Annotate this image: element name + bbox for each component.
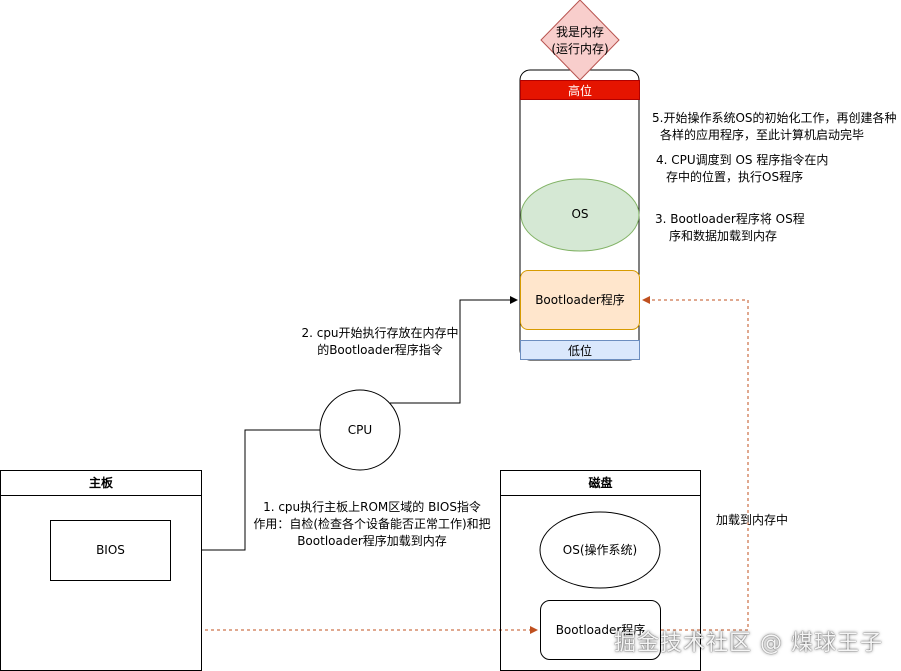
memory-high-bar: 高位: [520, 80, 640, 100]
arrow-disk-to-memory-bootloader: [642, 296, 749, 631]
step3-note: 3. Bootloader程序将 OS程 序和数据加载到内存: [655, 211, 855, 245]
disk-os-label: OS(操作系统): [562, 543, 638, 557]
step1-line1: 1. cpu执行主板上ROM区域的 BIOS指令: [263, 500, 481, 514]
watermark: 掘金技术社区 @ 煤球王子: [614, 631, 883, 656]
step1-note: 1. cpu执行主板上ROM区域的 BIOS指令 作用：自检(检查各个设备能否正…: [238, 499, 506, 550]
cpu-label: CPU: [347, 423, 373, 437]
load-to-memory-label: 加载到内存中: [716, 513, 789, 527]
bios-box: BIOS: [50, 520, 171, 581]
step2-line2: 的Bootloader程序指令: [317, 343, 443, 357]
step4-note: 4. CPU调度到 OS 程序指令在内 存中的位置，执行OS程序: [656, 152, 856, 186]
step5-line1: 5.开始操作系统OS的初始化工作，再创建各种: [652, 111, 897, 125]
memory-bootloader-box: Bootloader程序: [520, 270, 640, 330]
step5-line2: 各样的应用程序，至此计算机启动完毕: [660, 128, 865, 142]
step3-line2: 序和数据加载到内存: [669, 229, 778, 243]
step2-note: 2. cpu开始执行存放在内存中 的Bootloader程序指令: [290, 325, 470, 359]
motherboard-title: 主板: [1, 471, 201, 496]
disk-bootloader-box: Bootloader程序: [540, 600, 661, 660]
step3-line1: 3. Bootloader程序将 OS程: [655, 212, 805, 226]
diamond-label: 我是内存 (运行内存): [541, 24, 619, 58]
memory-os-label: OS: [571, 207, 589, 221]
step1-line2: 作用：自检(检查各个设备能否正常工作)和把: [253, 517, 491, 531]
step4-line1: 4. CPU调度到 OS 程序指令在内: [656, 153, 829, 167]
diamond-label-line1: 我是内存: [555, 25, 604, 39]
arrow-cpu-to-bios: [172, 429, 320, 554]
memory-low-bar: 低位: [520, 340, 640, 360]
disk-title: 磁盘: [501, 471, 700, 496]
disk-os-ellipse: [539, 511, 661, 589]
step4-line2: 存中的位置，执行OS程序: [666, 170, 804, 184]
step2-line1: 2. cpu开始执行存放在内存中: [301, 326, 459, 340]
step5-note: 5.开始操作系统OS的初始化工作，再创建各种 各样的应用程序，至此计算机启动完毕: [652, 110, 901, 144]
arrow-cpu-to-bootloader: [390, 296, 518, 404]
diamond-label-line2: (运行内存): [551, 42, 609, 56]
step1-line3: Bootloader程序加载到内存: [297, 534, 447, 548]
memory-os-ellipse: [520, 178, 640, 252]
